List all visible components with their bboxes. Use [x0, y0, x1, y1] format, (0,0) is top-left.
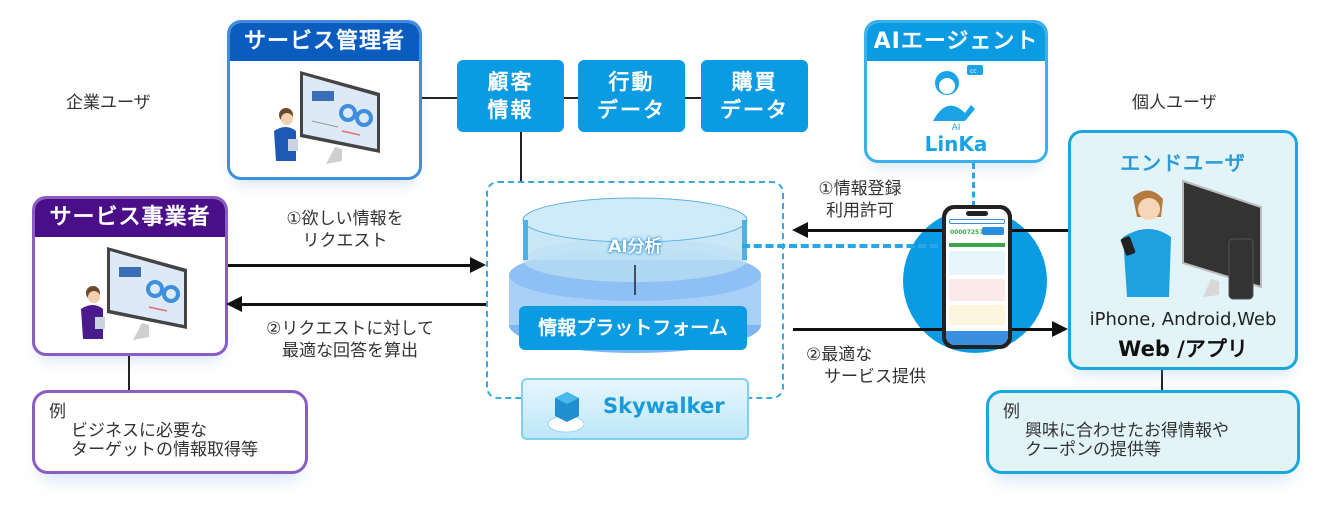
individual-user-label: 個人ユーザ — [1132, 93, 1217, 113]
skywalker-label: Skywalker — [603, 394, 725, 418]
service-provider-title: サービス事業者 — [35, 199, 225, 237]
phone-number: 000072579 — [950, 229, 988, 236]
example-note-provider: 例 ビジネスに必要な ターゲットの情報取得等 — [32, 390, 308, 474]
register-label: ①情報登録 利用許可 — [818, 179, 902, 221]
service-provider-card: サービス事業者 — [32, 196, 228, 356]
smartphone-app-screenshot: 000072579 — [942, 205, 1012, 349]
person-with-monitor-illustration — [81, 247, 187, 340]
request-label: ①欲しい情報を リクエスト — [286, 209, 404, 251]
service-admin-title: サービス管理者 — [230, 23, 419, 61]
example-note-enduser: 例 興味に合わせたお得情報や クーポンの提供等 — [986, 390, 1300, 474]
data-box-customer: 顧客 情報 — [457, 60, 564, 132]
person-with-smartphone-illustration — [1120, 179, 1262, 300]
cube-cloud-icon — [547, 392, 585, 433]
arrowhead-left-icon — [226, 296, 242, 312]
skywalker-brand: Skywalker — [521, 378, 749, 440]
ai-agent-card: AIエージェント cc AI LinKa — [864, 20, 1048, 163]
ai-agent-title: AIエージェント — [867, 23, 1045, 61]
ai-character-illustration: cc — [933, 65, 983, 121]
connector-line — [1161, 370, 1163, 390]
linka-logo: LinKa — [924, 132, 988, 156]
linka-logo-small: AI — [951, 123, 961, 133]
register-arrow — [806, 229, 1068, 232]
connector-line — [685, 97, 701, 99]
agent-dashed-connector — [972, 163, 975, 207]
info-platform-label: 情報プラットフォーム — [519, 306, 747, 350]
end-user-platforms: iPhone, Android,Web — [1089, 309, 1277, 330]
arrowhead-right-icon — [1052, 321, 1068, 337]
svg-text:cc: cc — [970, 68, 977, 75]
connector-line — [128, 356, 130, 390]
end-user-app: Web /アプリ — [1118, 337, 1248, 361]
service-label: ②最適な サービス提供 — [806, 345, 926, 387]
enterprise-user-label: 企業ユーザ — [66, 93, 151, 113]
ai-dashed-connector — [742, 244, 938, 248]
request-arrow — [228, 264, 474, 267]
connector-line — [564, 97, 578, 99]
data-box-behavior: 行動 データ — [578, 60, 685, 132]
connector-line — [422, 97, 457, 99]
service-admin-card: サービス管理者 — [227, 20, 422, 180]
arrowhead-left-icon — [792, 222, 808, 238]
end-user-card: エンドユーザ iPhone, Android,Web Web /アプリ — [1068, 130, 1298, 370]
service-arrow — [793, 328, 1055, 331]
data-box-purchase: 購買 データ — [701, 60, 808, 132]
response-arrow — [240, 303, 486, 306]
response-label: ②リクエストに対して 最適な回答を算出 — [266, 319, 434, 361]
ai-analysis-label: AI分析 — [608, 237, 662, 257]
end-user-title: エンドユーザ — [1120, 151, 1246, 175]
person-with-monitor-illustration — [274, 71, 380, 164]
connector-line — [520, 132, 522, 182]
arrowhead-right-icon — [470, 257, 486, 273]
